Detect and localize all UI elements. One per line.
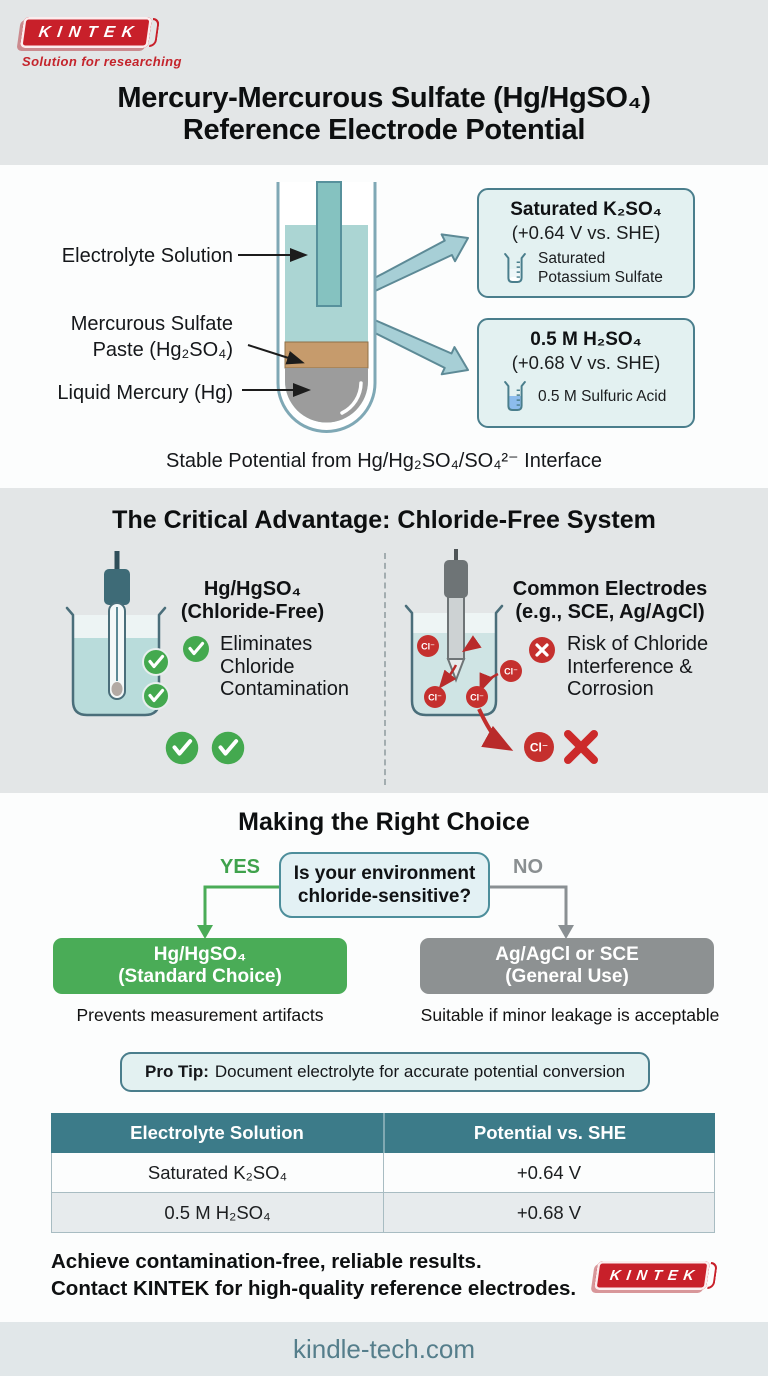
electrode-tube-illustration	[238, 181, 469, 433]
table-header-electrolyte: Electrolyte Solution	[130, 1122, 304, 1143]
pro-tip-text: Document electrolyte for accurate potent…	[214, 1062, 626, 1081]
chloride-free-beaker-illustration	[65, 551, 245, 765]
arrow-down-icon	[558, 925, 574, 939]
label-liquid-mercury: Liquid Mercury (Hg)	[57, 382, 233, 404]
beaker-icon	[504, 381, 526, 411]
box2-title: 0.5 M H₂SO₄	[530, 329, 642, 350]
yes-label: YES	[219, 856, 261, 878]
check-icon	[211, 731, 245, 765]
cta-line1: Achieve contamination-free, reliable res…	[51, 1250, 482, 1273]
check-icon	[183, 636, 209, 662]
decision-question-box: Is your environment chloride-sensitive?	[279, 852, 490, 918]
table-row: 0.5 M H₂SO₄ +0.68 V	[51, 1193, 715, 1233]
section-divider	[384, 553, 386, 785]
option-hghgso4-box: Hg/HgSO₄ (Standard Choice)	[53, 938, 347, 994]
svg-text:Cl⁻: Cl⁻	[421, 642, 435, 652]
arrow-down-icon	[197, 925, 213, 939]
kintek-logo-badge: KINTEK	[19, 17, 161, 48]
advantage-title: The Critical Advantage: Chloride-Free Sy…	[112, 506, 656, 534]
electrolyte-option-box-h2so4: 0.5 M H₂SO₄ (+0.68 V vs. SHE) 0.5 M Sulf…	[477, 318, 695, 428]
yes-option-caption: Prevents measurement artifacts	[76, 1005, 324, 1025]
check-icon	[142, 648, 170, 676]
footer-url: kindle-tech.com	[292, 1334, 476, 1364]
no-option-caption: Suitable if minor leakage is acceptable	[420, 1005, 720, 1025]
kintek-logo-footer: KINTEK	[593, 1261, 718, 1290]
cta-line2: Contact KINTEK for high-quality referenc…	[51, 1277, 577, 1300]
table-row: Saturated K₂SO₄ +0.64 V	[51, 1153, 715, 1193]
label-mercurous-sulfate-paste: Mercurous Sulfate Paste (Hg₂SO₄)	[70, 313, 233, 361]
page-title-line1: Mercury-Mercurous Sulfate (Hg/HgSO₄)	[117, 82, 651, 114]
chloride-free-heading: Hg/HgSO₄ (Chloride-Free)	[180, 578, 325, 623]
pro-tip-label: Pro Tip:	[144, 1062, 209, 1081]
kintek-logo: KINTEK Solution for researching	[19, 17, 182, 69]
svg-text:Cl⁻: Cl⁻	[428, 693, 442, 703]
svg-text:Cl⁻: Cl⁻	[470, 693, 484, 703]
cross-icon	[564, 730, 598, 764]
choice-title: Making the Right Choice	[238, 808, 530, 836]
box1-title: Saturated K₂SO₄	[510, 199, 662, 220]
chloride-free-benefit: Eliminates Chloride Contamination	[220, 633, 349, 700]
chloride-risk-text: Risk of Chloride Interference & Corrosio…	[567, 633, 709, 700]
svg-text:Cl⁻: Cl⁻	[530, 741, 548, 755]
chloride-ion-icon: Cl⁻	[500, 660, 522, 682]
label-electrolyte-solution: Electrolyte Solution	[61, 245, 233, 267]
svg-text:Cl⁻: Cl⁻	[504, 667, 518, 677]
no-label: NO	[513, 856, 543, 878]
box1-potential: (+0.64 V vs. SHE)	[511, 222, 661, 243]
box2-solution-name: 0.5 M Sulfuric Acid	[538, 387, 667, 405]
flowchart-connectors	[197, 885, 574, 939]
check-icon	[165, 731, 199, 765]
option-agagcl-box: Ag/AgCl or SCE (General Use)	[420, 938, 714, 994]
kintek-logo-text: KINTEK	[37, 23, 142, 41]
box1-solution-name: Saturated Potassium Sulfate	[538, 250, 663, 286]
cross-icon	[529, 637, 555, 663]
chloride-ion-icon: Cl⁻	[466, 686, 488, 708]
common-electrodes-heading: Common Electrodes (e.g., SCE, Ag/AgCl)	[512, 578, 708, 623]
chloride-ion-icon: Cl⁻	[417, 635, 439, 657]
beaker-icon	[504, 253, 526, 283]
table-header-row: Electrolyte Solution Potential vs. SHE	[51, 1113, 715, 1153]
box2-potential: (+0.68 V vs. SHE)	[511, 352, 661, 373]
common-electrode-beaker-illustration: Cl⁻ Cl⁻ Cl⁻ Cl⁻ Cl⁻	[404, 549, 598, 764]
logo-tail-icon	[148, 18, 161, 47]
inner-electrode	[316, 181, 342, 307]
page-title-line2: Reference Electrode Potential	[182, 114, 586, 146]
chloride-ion-icon: Cl⁻	[524, 732, 554, 762]
diagram-caption: Stable Potential from Hg/Hg₂SO₄/SO₄²⁻ In…	[166, 450, 602, 472]
kintek-logo-badge: KINTEK	[593, 1261, 718, 1290]
check-icon	[142, 682, 170, 710]
chloride-ion-icon: Cl⁻	[424, 686, 446, 708]
table-header-potential: Potential vs. SHE	[383, 1113, 715, 1153]
brand-tagline: Solution for researching	[22, 54, 182, 69]
footer-band	[0, 1322, 768, 1376]
logo-tail-icon	[707, 1262, 718, 1289]
electrolyte-option-box-k2so4: Saturated K₂SO₄ (+0.64 V vs. SHE) Satura…	[477, 188, 695, 298]
pro-tip-box: Pro Tip: Document electrolyte for accura…	[120, 1052, 650, 1092]
potential-table: Electrolyte Solution Potential vs. SHE S…	[51, 1113, 715, 1233]
